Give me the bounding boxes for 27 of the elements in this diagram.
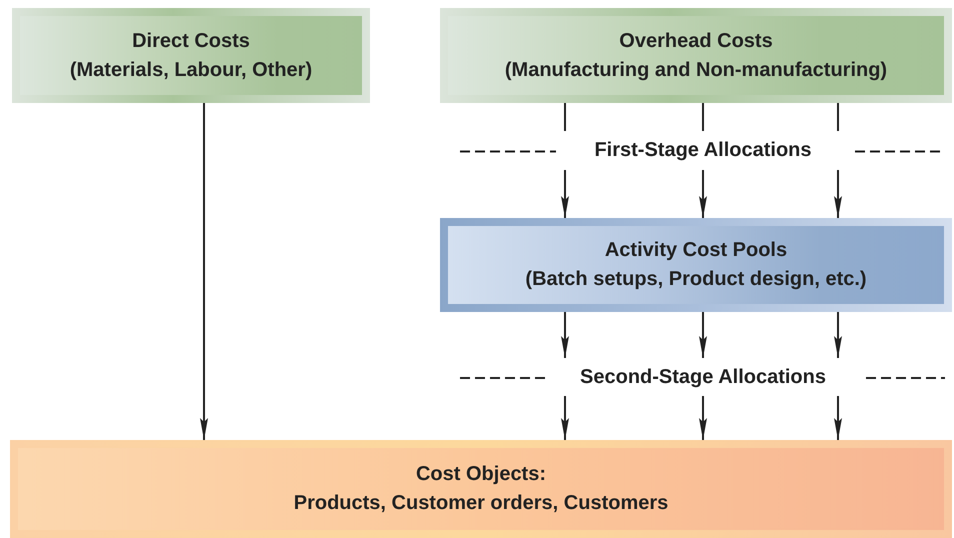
process-box [10,440,952,538]
connector-line [837,103,839,131]
box-subheading: (Manufacturing and Non-manufacturing) [504,58,888,82]
stage-label: Second-Stage Allocations [580,364,826,390]
process-box [440,218,952,312]
arrow [699,312,707,358]
arrow [834,170,842,218]
box-heading: Cost Objects: [416,462,546,487]
arrow [699,170,707,218]
box-heading: Activity Cost Pools [604,238,788,263]
arrow [561,312,569,358]
connector-line [564,103,566,131]
box-heading: Overhead Costs [619,28,773,54]
box-subheading: (Materials, Labour, Other) [70,58,312,82]
arrow [834,312,842,358]
arrow [200,103,208,440]
arrow [834,396,842,440]
arrow [561,396,569,440]
arrow [699,396,707,440]
arrow [561,170,569,218]
connector-line [702,103,704,131]
box-subheading: (Batch setups, Product design, etc.) [525,267,867,292]
box-subheading: Products, Customer orders, Customers [294,491,668,516]
process-box [440,8,952,103]
box-heading: Direct Costs [132,28,250,54]
process-box [12,8,370,103]
stage-label: First-Stage Allocations [594,138,812,163]
